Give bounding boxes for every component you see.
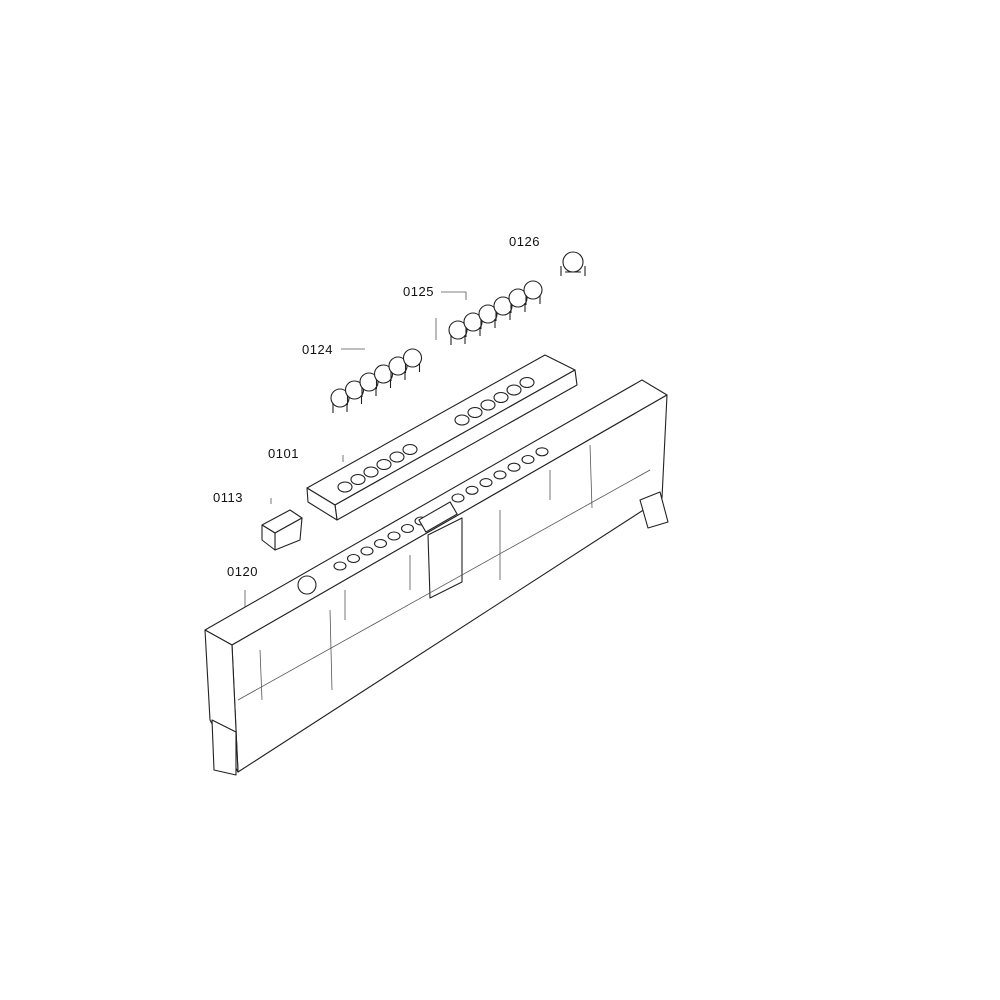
panel-hole <box>535 447 549 457</box>
module-0101 <box>306 354 578 521</box>
module-button <box>519 376 535 389</box>
push-button <box>508 288 528 308</box>
label-0101: 0101 <box>268 446 299 461</box>
panel-hole <box>333 561 347 571</box>
module-button <box>480 399 496 411</box>
label-0125: 0125 <box>403 284 434 299</box>
module-button <box>493 391 509 404</box>
control-panel-0120 <box>204 379 669 776</box>
module-button <box>363 466 379 478</box>
push-button <box>344 380 365 400</box>
push-button <box>388 356 408 376</box>
label-0120: 0120 <box>227 564 258 579</box>
module-button <box>402 443 418 456</box>
panel-hole <box>521 454 535 465</box>
button-0126 <box>560 251 586 276</box>
module-button <box>454 414 470 426</box>
panel-hole <box>493 470 507 480</box>
panel-hole <box>451 493 465 503</box>
panel-hole <box>400 523 415 534</box>
button-row-0124 <box>330 348 423 413</box>
module-button <box>506 384 522 396</box>
push-button <box>493 296 513 316</box>
panel-hole <box>507 462 521 472</box>
label-0124: 0124 <box>302 342 333 357</box>
module-button <box>389 451 405 463</box>
panel-hole <box>387 531 401 541</box>
button-row-0125 <box>448 280 543 345</box>
push-button <box>402 348 423 368</box>
push-button <box>523 280 543 300</box>
push-button <box>478 304 498 324</box>
push-button <box>330 388 350 408</box>
panel-hole <box>360 546 374 556</box>
module-button <box>376 458 392 471</box>
panel-hole <box>479 478 493 488</box>
module-button <box>337 481 353 493</box>
push-button <box>373 364 394 384</box>
module-button <box>467 406 483 419</box>
panel-hole <box>465 485 479 495</box>
label-0113: 0113 <box>213 490 243 505</box>
push-button <box>448 320 468 340</box>
panel-hole <box>346 553 361 564</box>
module-button <box>350 473 366 486</box>
clip-0113 <box>261 509 303 551</box>
push-button <box>463 312 483 332</box>
label-0126: 0126 <box>509 234 540 249</box>
push-button <box>359 372 379 392</box>
panel-hole <box>373 538 388 549</box>
